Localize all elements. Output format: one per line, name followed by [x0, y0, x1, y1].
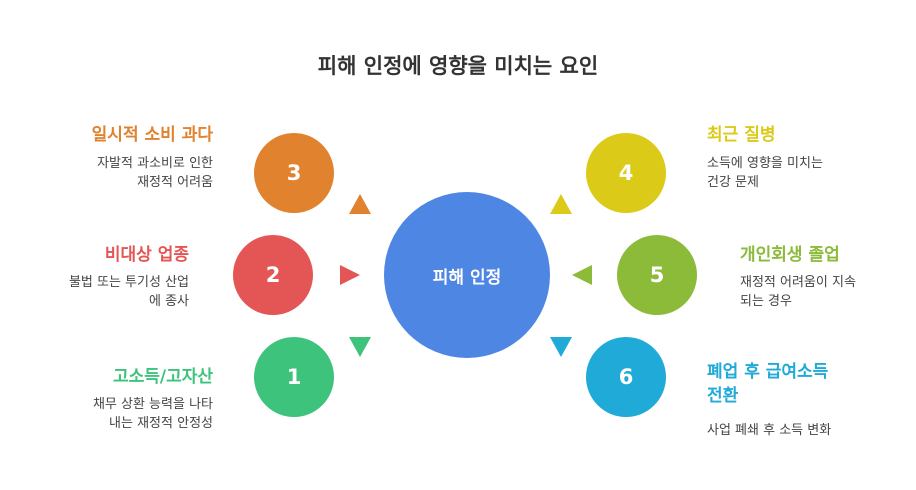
arrow-down-icon: [349, 337, 371, 357]
diagram-title: 피해 인정에 영향을 미치는 요인: [317, 54, 599, 78]
factor-node-4: 4: [586, 133, 666, 213]
arrow-up-icon: [550, 194, 572, 214]
factor-description: 자발적 과소비로 인한 재정적 어려움: [97, 154, 213, 192]
factor-description: 불법 또는 투기성 산업 에 종사: [69, 273, 189, 311]
factor-heading: 개인회생 졸업: [740, 245, 840, 265]
factor-number: 2: [265, 263, 281, 287]
factor-heading: 고소득/고자산: [112, 367, 213, 387]
arrow-down-icon: [550, 337, 572, 357]
factor-node-3: 3: [254, 133, 334, 213]
factor-node-5: 5: [617, 235, 697, 315]
factor-heading: 최근 질병: [707, 125, 776, 145]
factor-description: 재정적 어려움이 지속 되는 경우: [740, 273, 856, 311]
factor-number: 3: [286, 161, 302, 185]
factor-heading: 일시적 소비 과다: [91, 125, 213, 145]
factor-node-2: 2: [233, 235, 313, 315]
desc-line: 내는 재정적 안정성: [109, 416, 213, 431]
desc-line: 재정적 어려움: [137, 175, 213, 190]
factor-number: 4: [618, 161, 634, 185]
factor-heading: 비대상 업종: [104, 245, 189, 265]
factor-node-6: 6: [586, 337, 666, 417]
factor-heading: 폐업 후 급여소득 전환: [707, 360, 828, 408]
factor-description: 채무 상환 능력을 나타 내는 재정적 안정성: [93, 395, 213, 433]
desc-line: 사업 폐쇄 후 소득 변화: [707, 423, 832, 438]
factor-number: 6: [618, 365, 634, 389]
arrow-left-icon: [572, 265, 592, 285]
desc-line: 재정적 어려움이 지속: [740, 275, 856, 290]
heading-line: 전환: [707, 386, 739, 406]
center-circle: 피해 인정: [384, 192, 550, 358]
factor-description: 소득에 영향을 미치는 건강 문제: [707, 154, 823, 192]
factor-number: 5: [649, 263, 665, 287]
desc-line: 소득에 영향을 미치는: [707, 156, 823, 171]
desc-line: 채무 상환 능력을 나타: [92, 397, 213, 412]
factor-description: 사업 폐쇄 후 소득 변화: [707, 421, 831, 440]
desc-line: 되는 경우: [740, 294, 792, 309]
heading-line: 폐업 후 급여소득: [707, 362, 829, 382]
desc-line: 에 종사: [148, 294, 189, 309]
center-label: 피해 인정: [432, 267, 502, 288]
desc-line: 불법 또는 투기성 산업: [68, 275, 189, 290]
arrow-up-icon: [349, 194, 371, 214]
desc-line: 자발적 과소비로 인한: [97, 156, 213, 171]
factor-node-1: 1: [254, 337, 334, 417]
desc-line: 건강 문제: [707, 175, 759, 190]
arrow-right-icon: [340, 265, 360, 285]
factor-number: 1: [286, 365, 302, 389]
